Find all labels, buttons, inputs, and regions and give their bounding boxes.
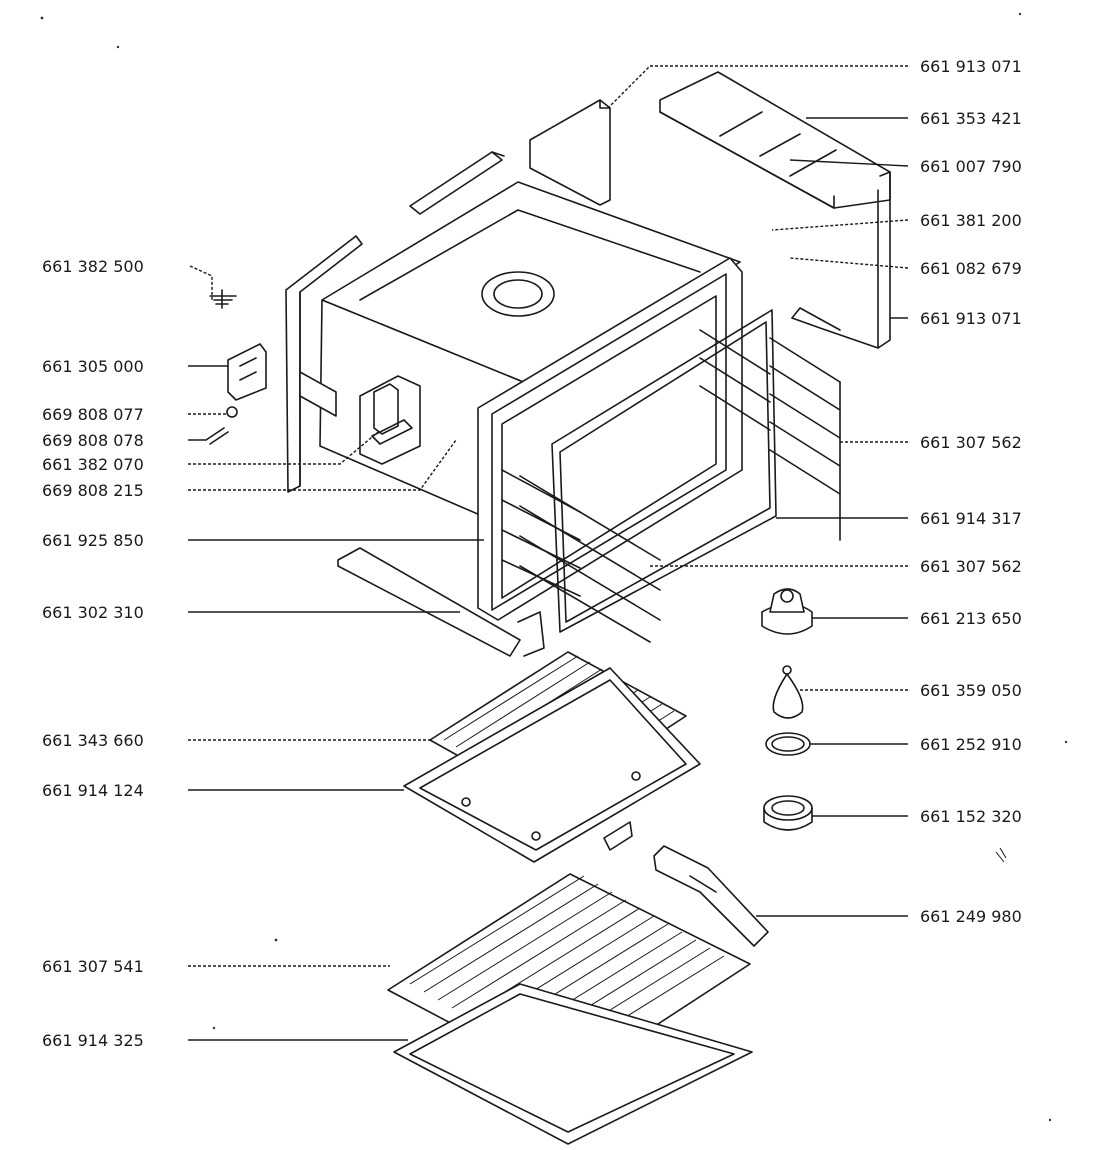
part-label-669-808-215: 669 808 215	[42, 481, 144, 500]
part-label-669-808-078: 669 808 078	[42, 431, 144, 450]
part-label-661-914-124: 661 914 124	[42, 781, 144, 800]
lamp-seal-ring	[765, 732, 811, 756]
door-handle	[653, 845, 769, 947]
part-label-661-381-200: 661 381 200	[920, 211, 1022, 230]
fan-motor	[761, 588, 813, 635]
part-label-661-152-320: 661 152 320	[920, 807, 1022, 826]
part-label-661-082-679: 661 082 679	[920, 259, 1022, 278]
lamp-bulb	[772, 665, 804, 719]
scan-specks	[40, 12, 1068, 1122]
part-label-661-925-850: 661 925 850	[42, 531, 144, 550]
part-label-661-913-071: 661 913 071	[920, 309, 1022, 328]
baking-tray	[403, 667, 701, 863]
hinge-bracket	[227, 343, 267, 401]
top-heat-shield	[659, 71, 891, 349]
lamp-holder	[763, 795, 813, 831]
part-label-661-382-070: 661 382 070	[42, 455, 144, 474]
part-label-661-307-562-upper: 661 307 562	[920, 433, 1022, 452]
part-label-661-307-562-lower: 661 307 562	[920, 557, 1022, 576]
part-label-661-359-050: 661 359 050	[920, 681, 1022, 700]
side-rack-guides	[519, 329, 841, 643]
part-label-661-353-421: 661 353 421	[920, 109, 1022, 128]
part-label-661-914-317: 661 914 317	[920, 509, 1022, 528]
rear-bracket-panel	[529, 99, 611, 206]
part-label-661-343-660: 661 343 660	[42, 731, 144, 750]
screw-pair	[205, 406, 238, 445]
part-label-661-252-910: 661 252 910	[920, 735, 1022, 754]
part-label-661-305-000: 661 305 000	[42, 357, 144, 376]
leveling-foot	[209, 289, 237, 309]
part-label-661-914-325: 661 914 325	[42, 1031, 144, 1050]
part-label-661-302-310: 661 302 310	[42, 603, 144, 622]
part-label-661-307-541: 661 307 541	[42, 957, 144, 976]
left-part-labels: 661 382 500 661 305 000 669 808 077 669 …	[42, 257, 144, 1050]
door-seal	[551, 309, 777, 633]
part-label-661-249-980: 661 249 980	[920, 907, 1022, 926]
leader-lines	[188, 65, 909, 1041]
part-label-661-913-071-top: 661 913 071	[920, 57, 1022, 76]
part-label-661-213-650: 661 213 650	[920, 609, 1022, 628]
part-label-669-808-077: 669 808 077	[42, 405, 144, 424]
top-trim-rail	[409, 151, 505, 215]
oven-cavity	[299, 181, 743, 657]
right-part-labels: 661 913 071 661 353 421 661 007 790 661 …	[920, 57, 1022, 926]
part-label-661-382-500: 661 382 500	[42, 257, 144, 276]
part-label-661-007-790: 661 007 790	[920, 157, 1022, 176]
lower-baking-tray	[393, 983, 753, 1145]
